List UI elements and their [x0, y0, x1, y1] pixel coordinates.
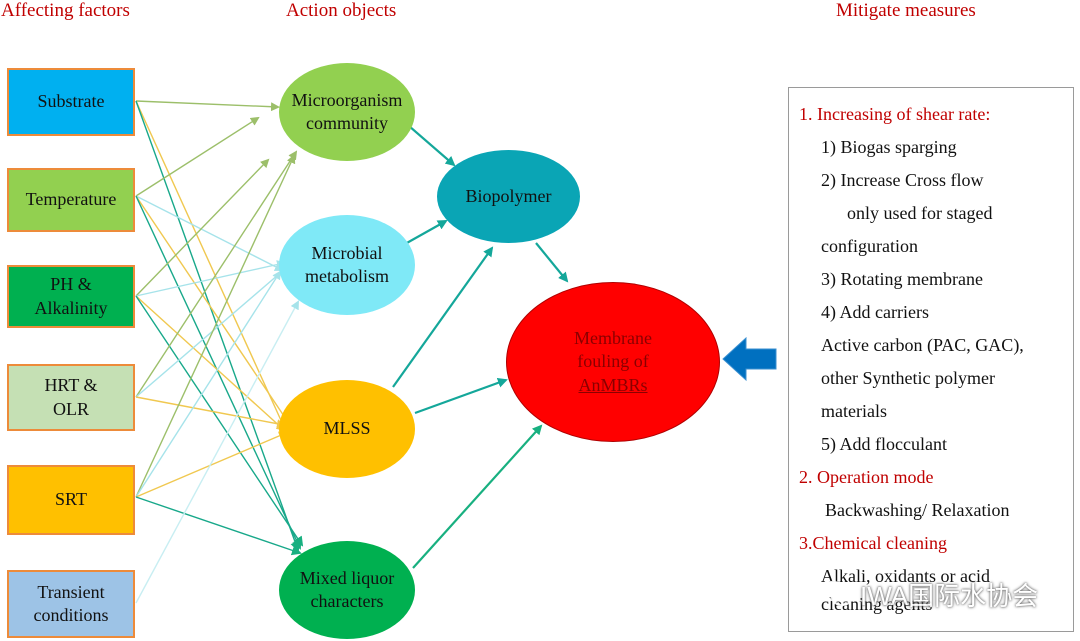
object-mlss: MLSS [279, 380, 415, 478]
mitigate-measures-panel: 1. Increasing of shear rate: 1) Biogas s… [788, 87, 1074, 632]
left-arrow-icon [722, 336, 777, 382]
measure-line: 5) Add flocculant [821, 434, 947, 454]
factor-lines [135, 100, 304, 604]
factor-srt: SRT [7, 465, 135, 535]
measure-line: only used for staged [847, 203, 993, 223]
watermark-text: IWA国际水协会 [860, 580, 1039, 611]
measure-line: 3.Chemical cleaning [799, 533, 947, 553]
factor-hrt-olr: HRT &OLR [7, 364, 135, 431]
measure-line: 3) Rotating membrane [821, 269, 983, 289]
measure-line: 1. Increasing of shear rate: [799, 104, 991, 124]
object-arrows [392, 125, 569, 569]
measure-line: 1) Biogas sparging [821, 137, 957, 157]
header-mitigate-measures: Mitigate measures [836, 0, 976, 21]
wechat-icon [820, 580, 854, 607]
header-affecting-factors: Affecting factors [1, 0, 130, 21]
measure-line: materials [821, 401, 887, 421]
factor-substrate: Substrate [7, 68, 135, 136]
measure-line: cleaning agents [821, 594, 933, 614]
measure-line: configuration [821, 236, 918, 256]
measure-line: 2. Operation mode [799, 467, 934, 487]
factor-temperature: Temperature [7, 168, 135, 232]
node-biopolymer: Biopolymer [437, 150, 580, 243]
measure-line: 2) Increase Cross flow [821, 170, 984, 190]
measure-line: 4) Add carriers [821, 302, 929, 322]
measure-line: Active carbon (PAC, GAC), [821, 335, 1024, 355]
measure-line: other Synthetic polymer [821, 368, 995, 388]
watermark: IWA国际水协会 [820, 576, 1038, 612]
measure-line: Alkali, oxidants or acid [821, 566, 990, 586]
node-membrane-fouling: Membrane fouling of AnMBRs [506, 282, 720, 442]
header-action-objects: Action objects [286, 0, 397, 21]
factor-ph-alkalinity: PH &Alkalinity [7, 265, 135, 328]
measure-line: Backwashing/ Relaxation [825, 500, 1010, 520]
